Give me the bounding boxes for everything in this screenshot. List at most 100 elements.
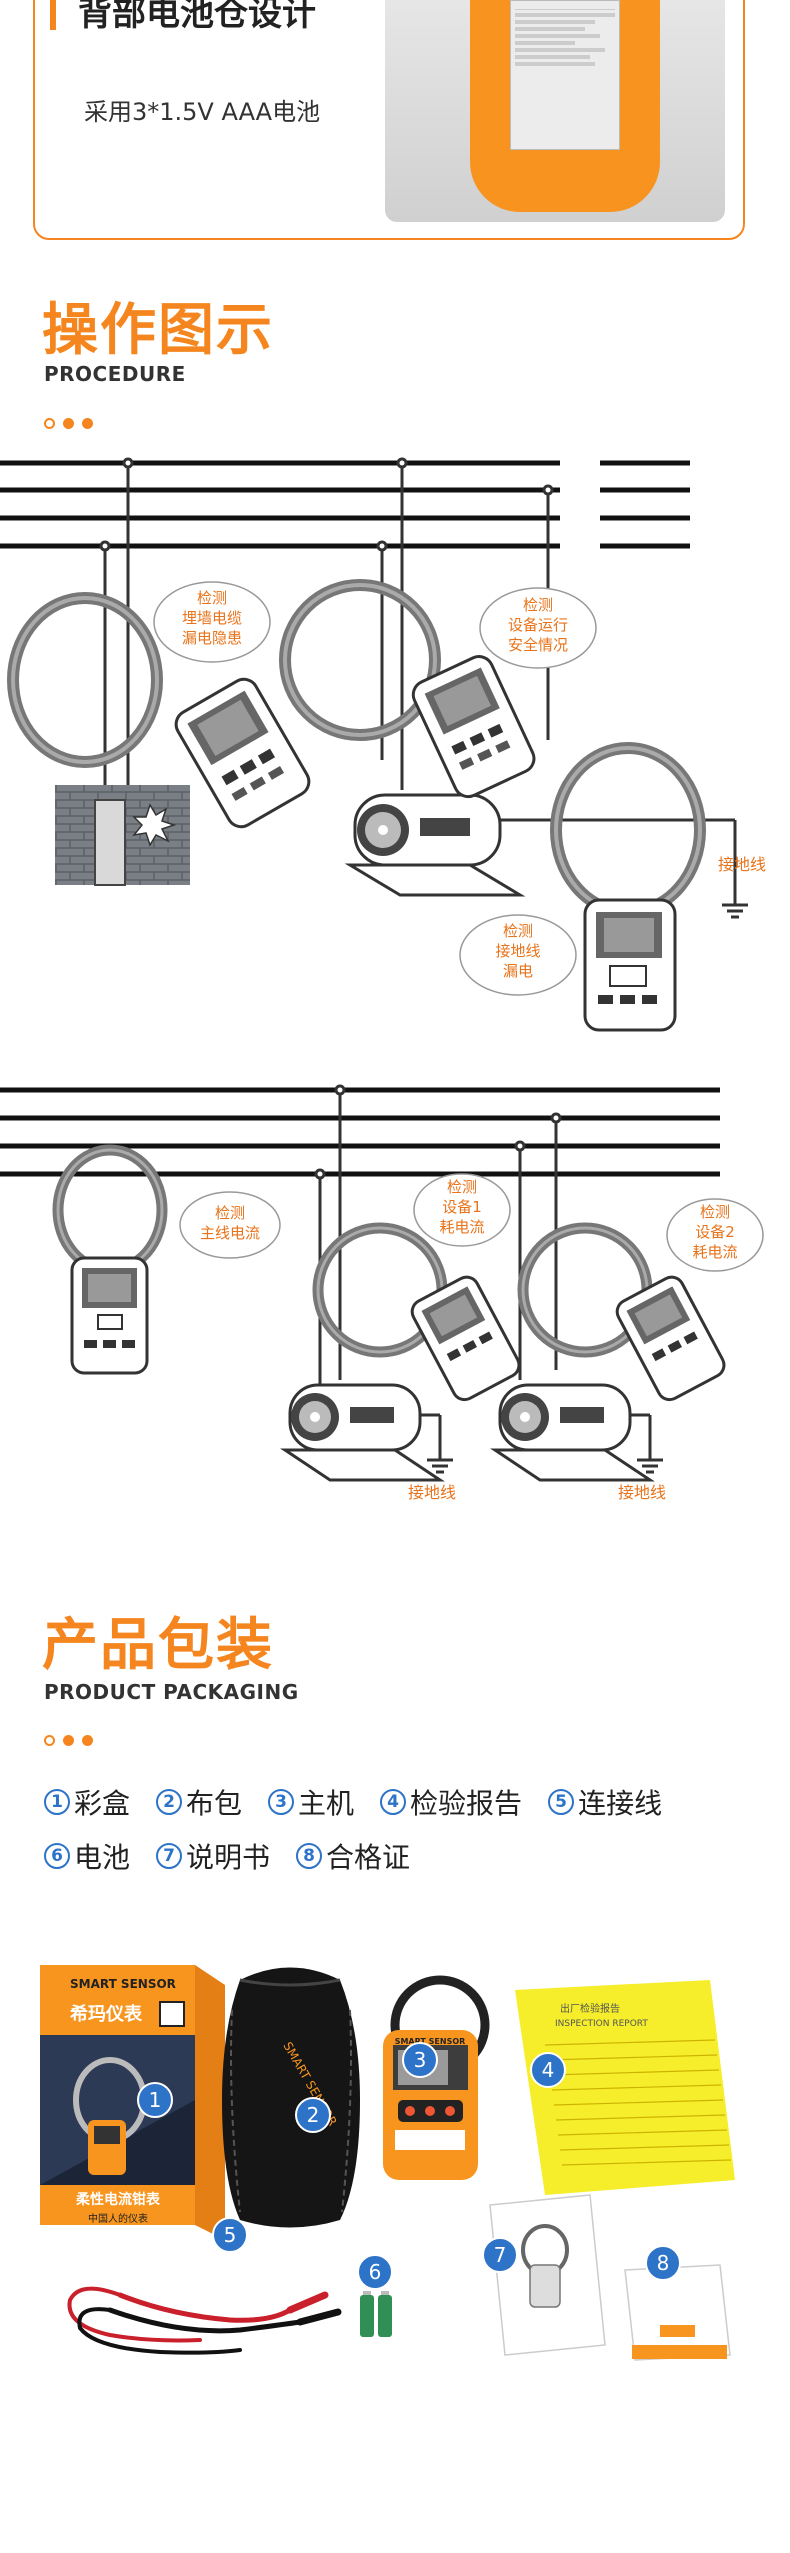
item-number-badge: 1 [44, 1789, 70, 1815]
item-label: 说明书 [186, 1841, 271, 1874]
clamp-2 [279, 579, 536, 799]
report-title: 出厂检验报告 [560, 2002, 620, 2015]
brick-wall [55, 785, 190, 886]
package-contents-photo: SMART SENSOR 希玛仪表 柔性电流钳表 中国人的仪表 1 SMART … [40, 1965, 735, 2361]
item-label: 电池 [74, 1841, 131, 1874]
callout-1: 检测 埋墙电缆 漏电隐患 [153, 581, 271, 663]
dot-full [63, 418, 74, 429]
procedure-subtitle: PROCEDURE [44, 362, 186, 386]
equipment-3 [490, 1383, 663, 1482]
dot-full [82, 418, 93, 429]
item-number-badge: 5 [548, 1789, 575, 1815]
callout-1-line-1: 检测 [197, 589, 227, 607]
ground-label-2: 接地线 [408, 1483, 456, 1502]
battery-description: 采用3*1.5V AAA电池 [84, 98, 321, 126]
dot-hollow [44, 1735, 55, 1746]
ground-label-1: 接地线 [718, 855, 766, 874]
item-label: 彩盒 [74, 1787, 131, 1820]
callout-5-line-3: 耗电流 [439, 1218, 484, 1236]
batteries [360, 2291, 392, 2337]
callout-5: 检测 设备1 耗电流 [413, 1173, 511, 1247]
badge-3: 3 [414, 2048, 427, 2072]
callout-4-line-1: 检测 [215, 1204, 245, 1222]
battery-title-accent [50, 0, 56, 30]
callout-3-line-3: 漏电 [503, 962, 533, 980]
item-number-badge: 7 [156, 1843, 183, 1869]
color-box: SMART SENSOR 希玛仪表 柔性电流钳表 中国人的仪表 [40, 1965, 225, 2240]
packaging-subtitle: PRODUCT PACKAGING [44, 1680, 299, 1704]
callout-1-line-2: 埋墙电缆 [182, 609, 242, 627]
procedure-diagram: 接地线 检测 埋墙电缆 漏电隐患 检测 设备运行 安全情况 检测 接地线 漏电 [0, 457, 766, 1502]
box-tagline: 中国人的仪表 [88, 2212, 148, 2225]
equipment-1 [344, 793, 735, 897]
packaging-dots [44, 1735, 93, 1746]
certificate [624, 2264, 731, 2361]
item-label: 合格证 [326, 1841, 411, 1874]
clamp-6 [517, 1222, 726, 1402]
callout-2: 检测 设备运行 安全情况 [479, 587, 597, 669]
callout-1-line-3: 漏电隐患 [182, 629, 242, 647]
item-label: 连接线 [578, 1787, 663, 1820]
clamp-4 [52, 1144, 168, 1375]
busbars-bottom [0, 1087, 720, 1177]
test-leads [67, 2286, 342, 2355]
callout-3-line-2: 接地线 [495, 942, 540, 960]
inspection-report: 出厂检验报告 INSPECTION REPORT [515, 1980, 735, 2195]
callout-6-line-1: 检测 [700, 1203, 730, 1221]
box-product-name: 柔性电流钳表 [75, 2191, 161, 2208]
meter-spec-label [510, 0, 620, 150]
badge-5: 5 [224, 2223, 237, 2247]
callout-2-line-3: 安全情况 [508, 636, 568, 654]
box-brand-cn: 希玛仪表 [70, 2003, 143, 2025]
callout-5-line-1: 检测 [447, 1178, 477, 1196]
clamp-3 [550, 742, 748, 1032]
box-brand: SMART SENSOR [70, 1977, 176, 1991]
badge-8: 8 [657, 2251, 670, 2275]
packaging-title: 产品包装 [42, 1613, 274, 1678]
report-title-en: INSPECTION REPORT [555, 2019, 648, 2029]
badge-1: 1 [149, 2088, 162, 2112]
dot-full [82, 1735, 93, 1746]
dot-hollow [44, 418, 55, 429]
item-number-badge: 2 [156, 1789, 183, 1815]
main-unit: SMART SENSOR [383, 1975, 490, 2180]
callout-6-line-3: 耗电流 [692, 1243, 737, 1261]
clamp-1 [7, 592, 311, 829]
equipment-2 [280, 1383, 453, 1482]
item-number-badge: 4 [380, 1789, 407, 1815]
callout-4: 检测 主线电流 [179, 1191, 281, 1259]
clamp-5 [312, 1222, 521, 1402]
callout-6: 检测 设备2 耗电流 [666, 1198, 764, 1272]
cloth-bag: SMART SENSOR [222, 1967, 360, 2228]
callout-3: 检测 接地线 漏电 [459, 914, 577, 996]
item-number-badge: 3 [268, 1789, 295, 1815]
procedure-title: 操作图示 [42, 298, 274, 363]
procedure-dots [44, 418, 93, 429]
badge-6: 6 [369, 2260, 382, 2284]
callout-2-line-2: 设备运行 [508, 616, 568, 634]
item-label: 检验报告 [410, 1787, 523, 1820]
badge-4: 4 [542, 2058, 555, 2082]
callout-5-line-2: 设备1 [442, 1198, 482, 1216]
item-label: 主机 [298, 1787, 355, 1820]
callout-2-line-1: 检测 [523, 596, 553, 614]
item-label: 布包 [186, 1787, 243, 1820]
callout-6-line-2: 设备2 [695, 1223, 735, 1241]
busbars-top [0, 460, 690, 549]
callout-3-line-1: 检测 [503, 922, 533, 940]
manual [489, 2194, 606, 2356]
unit-brand: SMART SENSOR [395, 2037, 466, 2046]
battery-title: 背部电池仓设计 [78, 0, 316, 34]
item-number-badge: 8 [296, 1843, 323, 1869]
item-number-badge: 6 [44, 1843, 70, 1869]
